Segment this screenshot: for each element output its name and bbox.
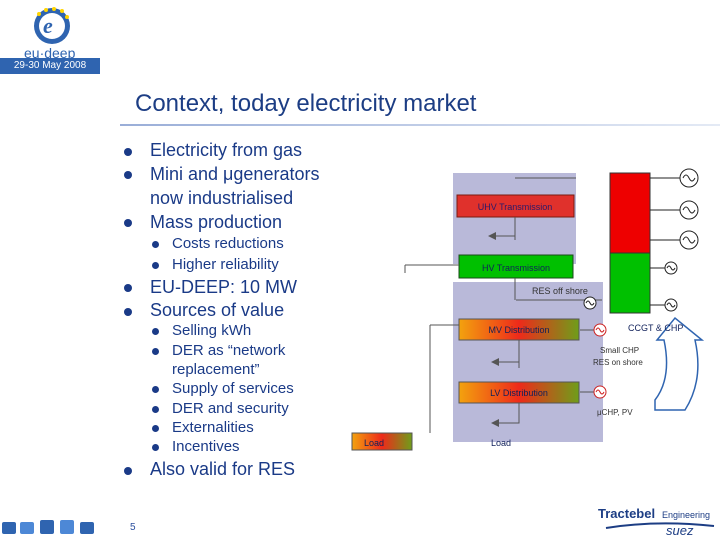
uhv-label: UHV Transmission	[478, 202, 553, 212]
nav-next-icon[interactable]	[60, 520, 74, 534]
bullet-item: Electricity from gas	[150, 140, 303, 160]
bullet-icon	[124, 219, 132, 227]
connector-line	[488, 222, 516, 240]
bullet-icon	[124, 171, 132, 179]
sub-bullet-icon	[152, 241, 159, 248]
slide-title: Context, today electricity market	[135, 90, 477, 117]
sub-bullet-icon	[152, 328, 159, 335]
sidebar: e eu·deep 29-30 May 2008	[0, 0, 100, 540]
generator-icon	[583, 296, 597, 310]
distribution-block	[453, 282, 603, 442]
connector-line	[491, 345, 520, 366]
brand-top: Tractebel	[598, 506, 655, 521]
tractebel-suez-logo: Tractebel Engineering suez	[598, 506, 715, 538]
sub-bullet-item-continuation: replacement”	[172, 361, 260, 378]
res-onshore-label: RES on shore	[593, 358, 643, 367]
sub-bullet-item: Incentives	[172, 438, 240, 455]
curved-arrow-icon	[654, 316, 705, 411]
load-box-left	[351, 432, 413, 451]
sub-bullet-icon	[152, 262, 159, 269]
title-divider	[120, 124, 720, 126]
svg-text:e: e	[43, 13, 53, 38]
sub-bullet-icon	[152, 406, 159, 413]
sub-bullet-icon	[152, 348, 159, 355]
bullet-icon	[124, 148, 132, 156]
nav-home-icon[interactable]	[40, 520, 54, 534]
sub-bullet-item: DER and security	[172, 400, 289, 417]
connector-line	[491, 410, 520, 427]
nav-first-icon[interactable]	[2, 522, 16, 534]
bullet-item-continuation: now industrialised	[150, 188, 294, 208]
generator-icon	[664, 298, 678, 312]
hv-transmission-box	[458, 254, 574, 279]
generator-icon	[593, 385, 607, 399]
sub-bullet-item: Costs reductions	[172, 235, 284, 252]
page-number: 5	[130, 522, 136, 533]
sub-bullet-item: Externalities	[172, 419, 254, 436]
date-banner: 29-30 May 2008	[0, 58, 100, 74]
brand-engineering: Engineering	[662, 510, 710, 520]
bullet-icon	[124, 467, 132, 475]
load-right-label: Load	[491, 438, 511, 448]
bullet-item: EU-DEEP: 10 MW	[150, 277, 298, 297]
sub-bullet-icon	[152, 386, 159, 393]
central-generation-red	[609, 172, 651, 254]
slide-navigation	[2, 520, 94, 534]
generator-icon	[664, 261, 678, 275]
generator-icon	[679, 168, 699, 188]
brand-bottom: suez	[666, 523, 694, 538]
hv-label: HV Transmission	[482, 263, 550, 273]
sub-bullet-item: DER as “network	[172, 342, 286, 359]
mv-label: MV Distribution	[488, 325, 549, 335]
eu-deep-logo: e eu·deep	[24, 7, 76, 61]
sub-bullet-item: Supply of services	[172, 380, 294, 397]
sub-bullet-item: Selling kWh	[172, 322, 252, 339]
bullet-item: Mini and μgenerators	[150, 164, 320, 184]
generator-icon	[679, 230, 699, 250]
bullet-item: Sources of value	[150, 300, 285, 320]
small-chp-label: Small CHP	[600, 346, 639, 355]
logo-text: eu·deep	[24, 45, 76, 61]
sub-bullet-icon	[152, 444, 159, 451]
res-offshore-label: RES off shore	[532, 286, 588, 296]
generator-icon	[593, 323, 607, 337]
uchp-label: μCHP, PV	[597, 408, 633, 417]
bullet-item: Mass production	[150, 212, 283, 232]
nav-prev-icon[interactable]	[20, 522, 34, 534]
central-generation-green	[609, 252, 651, 314]
bullet-icon	[124, 308, 132, 316]
bullet-icon	[124, 284, 132, 292]
ccgt-label: CCGT & CHP	[628, 323, 683, 333]
sub-bullet-item: Higher reliability	[172, 256, 279, 273]
sub-bullet-icon	[152, 425, 159, 432]
lv-label: LV Distribution	[490, 388, 548, 398]
generator-icon	[679, 200, 699, 220]
bullet-item: Also valid for RES	[150, 459, 296, 479]
nav-last-icon[interactable]	[80, 522, 94, 534]
load-left-label: Load	[364, 438, 384, 448]
